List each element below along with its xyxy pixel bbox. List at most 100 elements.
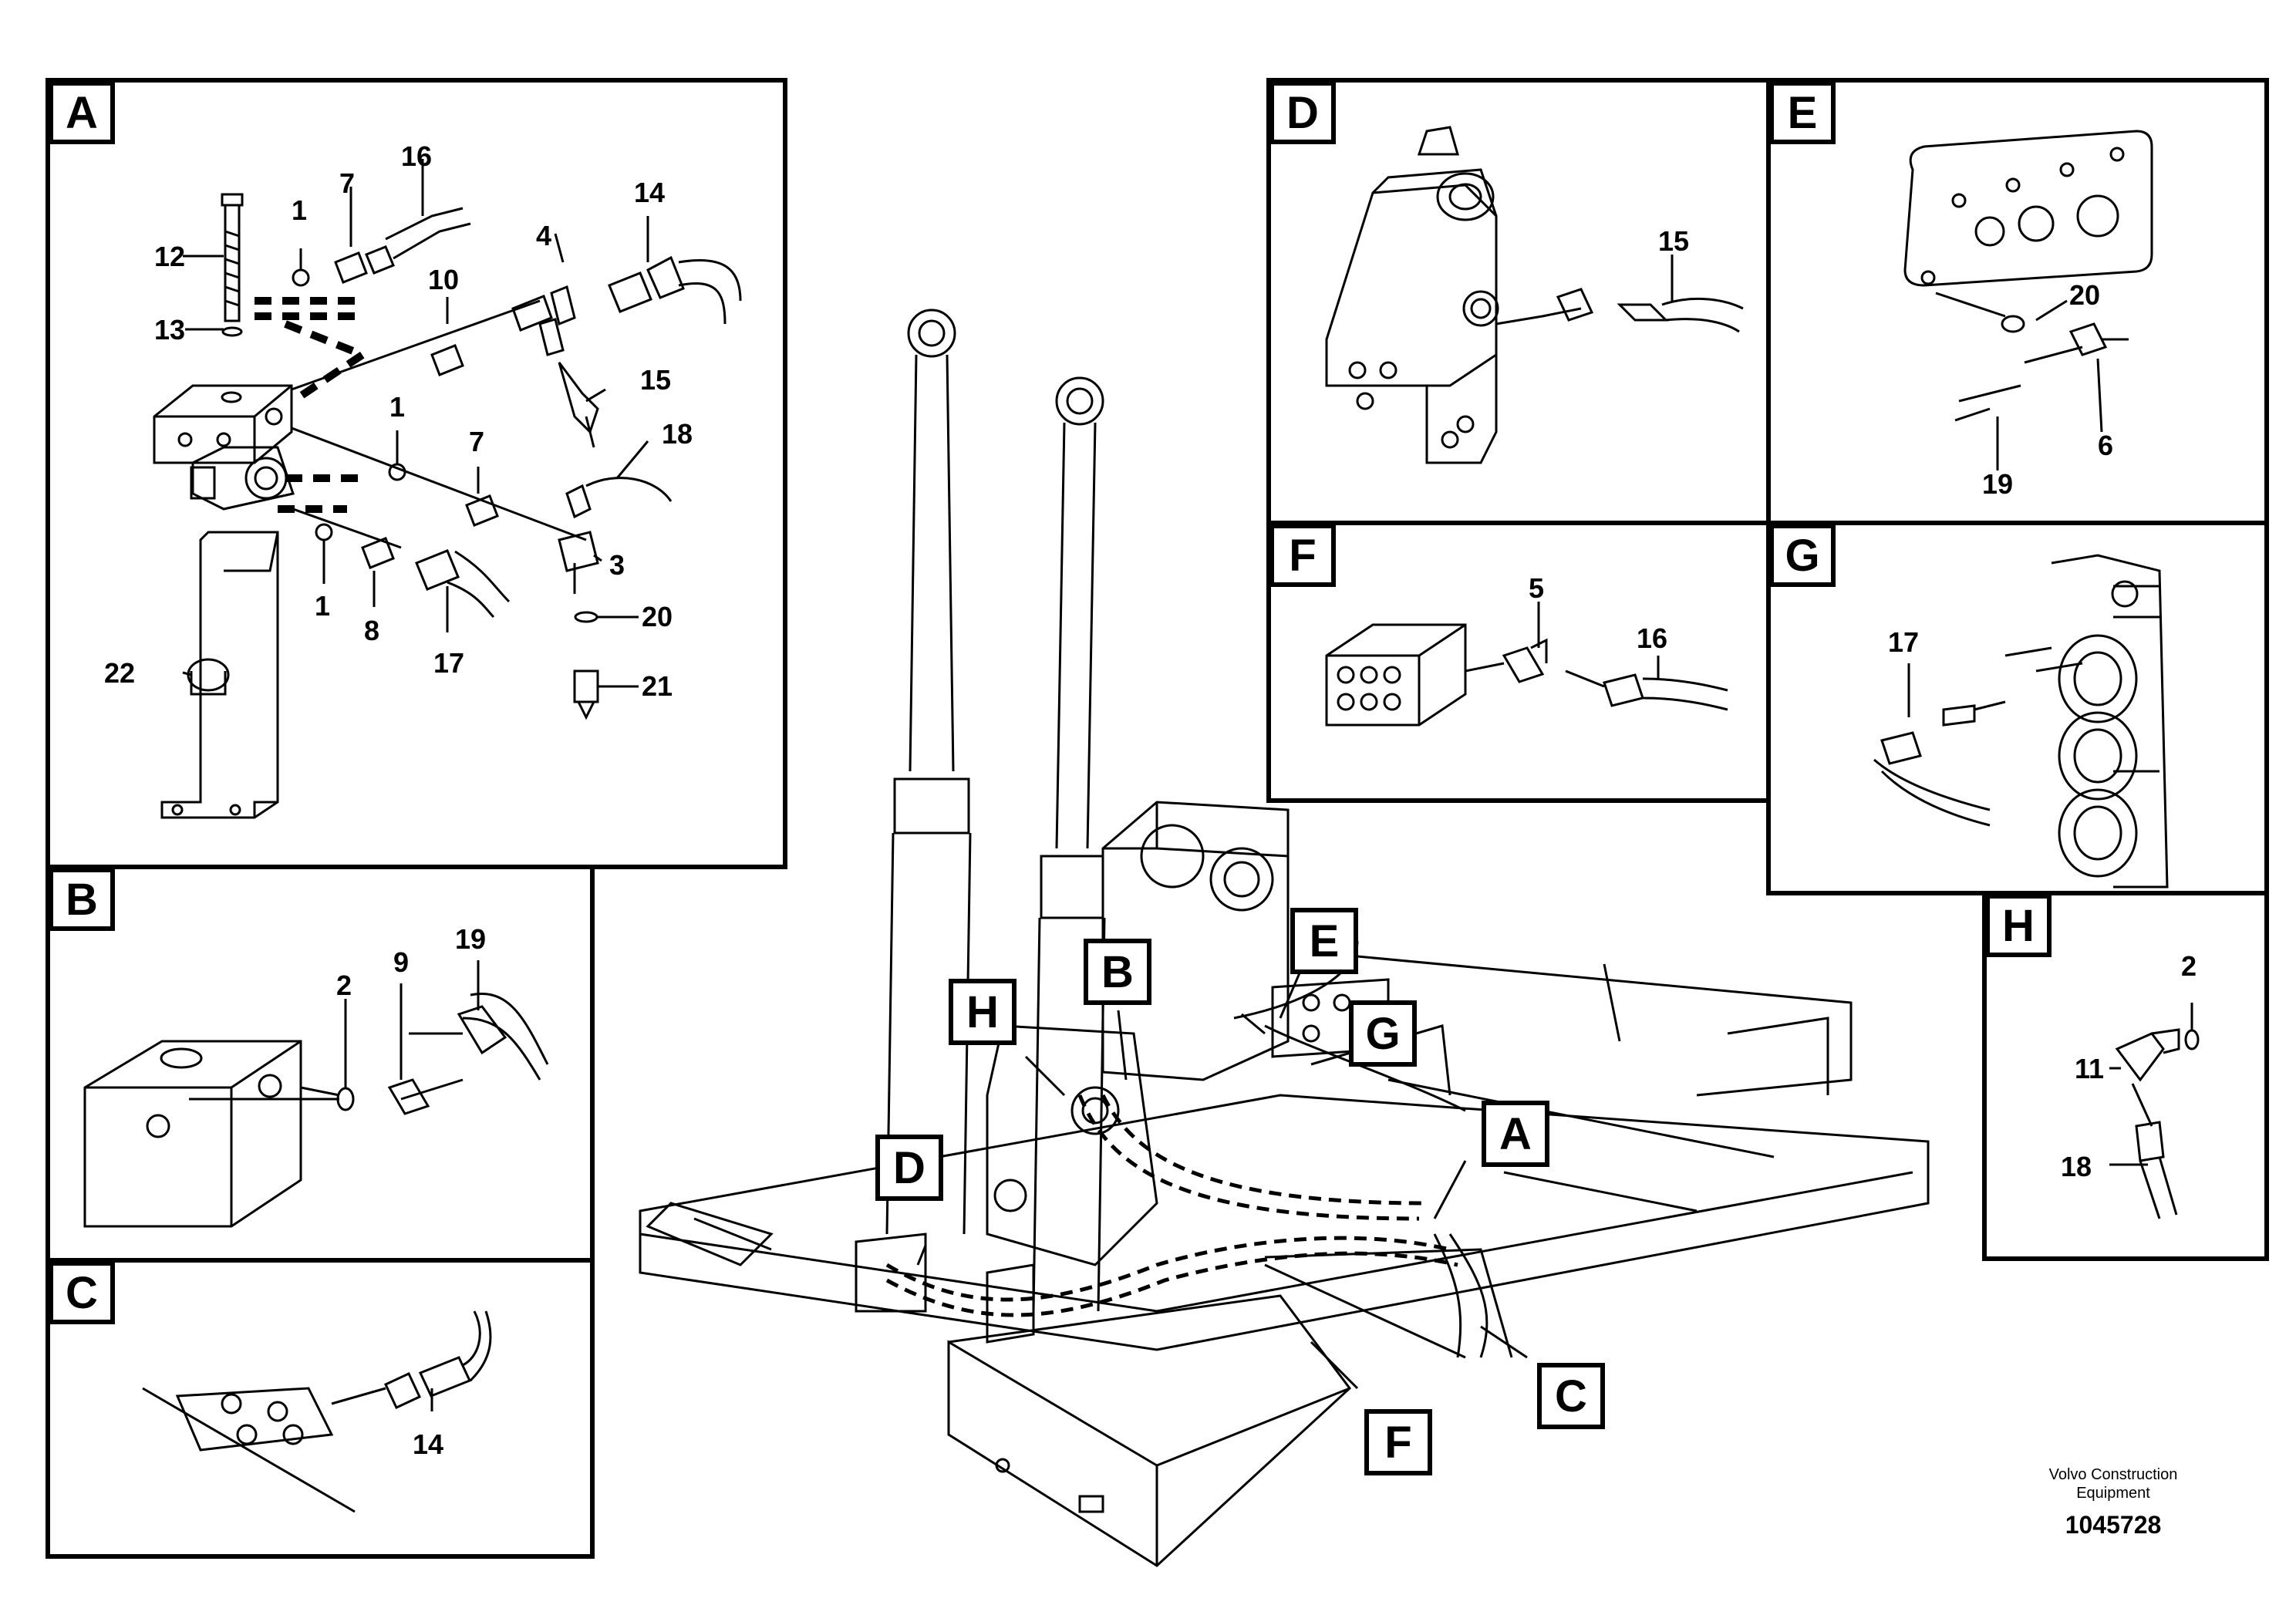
panel-e-frame	[1766, 78, 2269, 525]
bolt-12	[221, 193, 244, 337]
panel-f-letter: F	[1289, 531, 1316, 581]
panel-h: H 2 11 18	[1982, 891, 2269, 1261]
upper-frame	[639, 955, 1930, 1351]
panel-h-letter: H	[2002, 901, 2035, 951]
panel-g: G 17	[1766, 521, 2269, 895]
callout-11: 11	[2075, 1053, 2104, 1084]
callout-20-e: 20	[2069, 279, 2100, 311]
tag-d-main	[875, 1135, 943, 1201]
lower-frame	[646, 1202, 1513, 1567]
callout-20: 20	[642, 601, 673, 632]
panel-c-frame	[46, 1258, 595, 1559]
panel-d-tag	[1269, 81, 1336, 144]
callout-15-d: 15	[1658, 225, 1689, 257]
control-valve-d	[1325, 126, 1744, 464]
callout-14: 14	[634, 177, 665, 208]
main-tags	[875, 908, 1605, 1475]
callout-18-h: 18	[2061, 1151, 2092, 1182]
tag-h-main	[949, 979, 1017, 1045]
tag-g-main	[1349, 1000, 1417, 1067]
manifold-plate-e	[1903, 130, 2153, 422]
tag-a-main-label: A	[1499, 1109, 1532, 1159]
callout-17: 17	[433, 647, 464, 679]
panel-h-tag	[1985, 894, 2052, 957]
tag-c-main	[1537, 1363, 1605, 1429]
callout-16-f: 16	[1637, 622, 1667, 654]
tag-d-main-label: D	[893, 1143, 925, 1193]
callouts-a: 12 13 1 7 16 10 4 14 15 1 7 18 3 1 8 17 …	[104, 140, 693, 702]
valve-stack-g	[1873, 554, 2169, 889]
panel-e-letter: E	[1788, 88, 1818, 138]
callout-8: 8	[364, 615, 379, 646]
valve-block-a	[153, 384, 295, 511]
tag-g-main-label: G	[1365, 1009, 1400, 1059]
callout-6: 6	[2098, 430, 2113, 461]
callout-19-b: 19	[455, 923, 486, 955]
panel-c-tag	[49, 1261, 115, 1324]
callout-21: 21	[642, 670, 673, 702]
tag-b-main-label: B	[1101, 947, 1134, 997]
document-number: 1045728	[2065, 1511, 2162, 1539]
panel-a-frame	[46, 78, 787, 869]
tag-f-main-label: F	[1384, 1418, 1411, 1468]
panel-b-tag	[49, 868, 115, 931]
panel-g-letter: G	[1785, 531, 1819, 581]
panel-f-frame	[1266, 521, 1771, 803]
panel-h-frame	[1982, 891, 2269, 1261]
hose-routing	[885, 940, 1489, 1358]
brand-line-2: Equipment	[2076, 1485, 2150, 1502]
tag-e-main	[1290, 908, 1358, 974]
panel-c: C 14	[46, 1258, 595, 1559]
tag-h-main-label: H	[966, 987, 999, 1037]
tag-c-main-label: C	[1555, 1371, 1587, 1421]
hose-lines-a	[255, 207, 742, 720]
manifold-c	[142, 1310, 492, 1513]
callout-7-upper: 7	[339, 167, 355, 199]
boom-cylinder-left	[885, 309, 972, 1235]
panel-e: E 20 6 19	[1766, 78, 2269, 525]
panel-c-letter: C	[66, 1268, 98, 1318]
callout-22: 22	[104, 657, 135, 689]
tag-b-main	[1084, 939, 1151, 1005]
callout-4: 4	[536, 220, 551, 251]
panel-b: B 2 9 19	[46, 865, 595, 1263]
panel-a: A	[46, 78, 787, 869]
panel-b-frame	[46, 865, 595, 1263]
tag-e-main-label: E	[1310, 916, 1340, 966]
manifold-f	[1325, 602, 1728, 727]
panel-d: D 15	[1266, 78, 1771, 525]
callout-7-lower: 7	[469, 426, 484, 457]
valve-block-b	[83, 960, 549, 1228]
callout-17-g: 17	[1888, 626, 1919, 658]
brand-line-1: Volvo Construction	[2049, 1466, 2178, 1483]
callout-9: 9	[393, 946, 409, 978]
panel-b-letter: B	[66, 875, 98, 925]
elbow-fitting-h	[2109, 1003, 2200, 1219]
callout-3: 3	[609, 549, 625, 581]
callout-2-h: 2	[2181, 950, 2197, 982]
machine-overview	[639, 309, 1930, 1567]
callout-16: 16	[401, 140, 432, 172]
tag-f-main	[1364, 1409, 1432, 1475]
callout-14-c: 14	[413, 1428, 443, 1460]
boom-cylinder-right	[1032, 376, 1106, 1312]
callout-13: 13	[154, 314, 185, 346]
callout-1-middle: 1	[389, 391, 405, 423]
panel-d-frame	[1266, 78, 1771, 525]
panel-g-frame	[1766, 521, 2269, 895]
footer-block: Volvo Construction Equipment 1045728	[2049, 1466, 2178, 1539]
leaders-a	[182, 159, 649, 688]
callout-19-e: 19	[1982, 468, 2013, 500]
callout-18: 18	[662, 418, 693, 450]
panel-f: F 5 16	[1266, 521, 1771, 803]
callout-2-b: 2	[336, 969, 352, 1001]
tag-leaders	[916, 963, 1528, 1390]
bracket-22	[160, 531, 279, 819]
callout-10: 10	[428, 264, 459, 295]
boom-mount	[986, 1024, 1158, 1266]
callout-1-lower: 1	[315, 590, 330, 622]
callout-1-upper: 1	[292, 194, 307, 226]
panel-d-letter: D	[1286, 88, 1319, 138]
tag-a-main	[1482, 1101, 1549, 1167]
